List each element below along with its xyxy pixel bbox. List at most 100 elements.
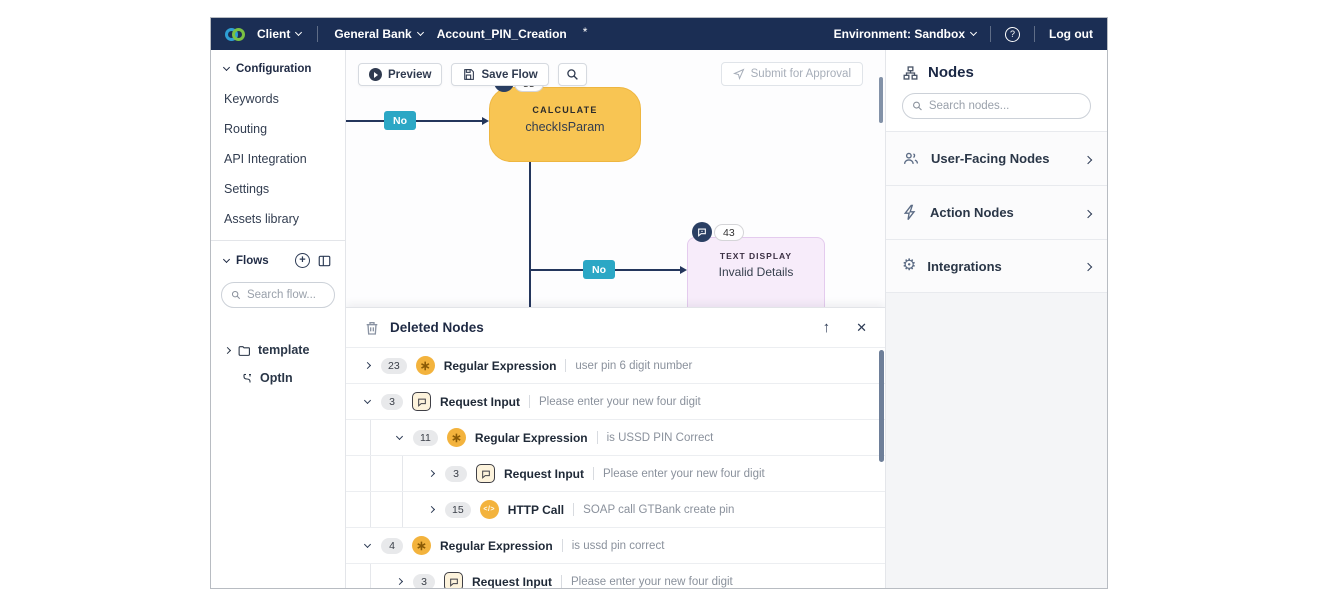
deleted-node-row[interactable]: 3 Request Input Please enter your new fo… <box>346 456 885 492</box>
sidebar-item-routing[interactable]: Routing <box>224 122 268 136</box>
flows-section-title: Flows <box>236 254 269 267</box>
client-menu[interactable]: Client <box>257 27 303 41</box>
close-panel-icon[interactable]: ✕ <box>856 319 867 335</box>
separator <box>596 431 598 444</box>
add-flow-icon[interactable]: + <box>295 253 310 268</box>
deleted-node-row[interactable]: 4 ∗ Regular Expression is ussd pin corre… <box>346 528 885 564</box>
flow-list-view-icon[interactable] <box>317 254 332 268</box>
http-call-icon: </> <box>479 500 499 519</box>
chevron-down-icon <box>969 28 978 37</box>
node-check-is-param[interactable]: CALCULATE checkIsParam <box>489 87 641 162</box>
gear-icon: ⚙ <box>902 257 917 274</box>
flow-row-optin[interactable]: OptIn <box>211 364 345 392</box>
flows-section-toggle[interactable]: Flows + <box>211 240 345 276</box>
node-name-label: Invalid Details <box>718 265 794 279</box>
nodes-panel-header: Nodes <box>886 50 1107 131</box>
descendant-count-badge: 3 <box>413 573 435 588</box>
node-type: Request Input <box>472 574 552 589</box>
section-integrations[interactable]: ⚙ Integrations <box>886 239 1107 293</box>
folder-row-template[interactable]: template <box>211 336 345 364</box>
request-input-icon <box>476 464 495 483</box>
deleted-node-row[interactable]: 3 Request Input Please enter your new fo… <box>346 384 885 420</box>
org-menu[interactable]: General Bank <box>334 27 424 41</box>
deleted-nodes-panel: Deleted Nodes ↑ ✕ 23 ∗ Regular Expressio… <box>346 307 885 589</box>
preview-button[interactable]: Preview <box>358 63 443 86</box>
separator <box>529 395 530 408</box>
deleted-node-row[interactable]: 11 ∗ Regular Expression is USSD PIN Corr… <box>346 420 885 456</box>
flow-title: Account_PIN_Creation <box>436 27 567 41</box>
section-user-facing-nodes[interactable]: User-Facing Nodes <box>886 131 1107 185</box>
chevron-down-icon[interactable] <box>362 540 372 548</box>
regular-expression-icon: ∗ <box>446 428 466 447</box>
descendant-count-badge: 3 <box>445 465 467 482</box>
flow-search-input[interactable] <box>246 289 325 301</box>
regular-expression-icon: ∗ <box>412 536 431 555</box>
edge-line <box>529 162 531 307</box>
chevron-right-icon[interactable] <box>394 577 404 586</box>
node-comment-badge[interactable] <box>692 222 712 242</box>
help-icon[interactable]: ? <box>1005 26 1021 42</box>
chevron-right-icon[interactable] <box>362 361 372 370</box>
chevron-down-icon <box>222 255 231 263</box>
lightning-icon <box>903 204 916 220</box>
save-flow-button-label: Save Flow <box>481 68 538 81</box>
top-navbar: Client General Bank Account_PIN_Creation… <box>211 18 1107 50</box>
nodes-search-input[interactable] <box>928 100 1081 112</box>
section-label: Action Nodes <box>930 205 1014 220</box>
separator <box>573 503 575 516</box>
node-description: Please enter your new four digit <box>603 467 765 480</box>
edge-label-no[interactable]: No <box>583 260 615 279</box>
node-type: Request Input <box>504 466 584 481</box>
send-icon <box>732 68 745 80</box>
descendant-count-badge: 23 <box>381 357 407 374</box>
sidebar-item-assets-library[interactable]: Assets library <box>224 212 300 226</box>
canvas-toolbar: Preview Save Flow <box>358 63 587 86</box>
deleted-panel-scrollbar[interactable] <box>879 350 884 462</box>
edge-label-no[interactable]: No <box>384 111 416 130</box>
node-type: Regular Expression <box>440 538 553 553</box>
sidebar-item-keywords[interactable]: Keywords <box>224 92 279 106</box>
sitemap-icon <box>903 65 918 80</box>
chevron-down-icon[interactable] <box>362 396 372 404</box>
separator <box>561 575 562 588</box>
app-window: Client General Bank Account_PIN_Creation… <box>210 17 1108 589</box>
deleted-node-row[interactable]: 15 </> HTTP Call SOAP call GTBank create… <box>346 492 885 528</box>
section-action-nodes[interactable]: Action Nodes <box>886 185 1107 239</box>
client-menu-label: Client <box>257 27 291 41</box>
canvas-search-button[interactable] <box>557 63 587 86</box>
left-sidebar: Configuration Keywords Routing API Integ… <box>211 50 346 588</box>
search-icon <box>231 290 241 300</box>
chevron-right-icon <box>1083 204 1093 222</box>
node-description: Please enter your new four digit <box>539 395 701 408</box>
canvas-vertical-scrollbar[interactable] <box>879 77 883 123</box>
configuration-section-toggle[interactable]: Configuration <box>211 50 345 84</box>
nav-divider <box>1034 26 1036 42</box>
users-icon <box>903 152 919 164</box>
nav-divider <box>317 26 319 42</box>
logout-button[interactable]: Log out <box>1049 27 1093 41</box>
deleted-node-row[interactable]: 23 ∗ Regular Expression user pin 6 digit… <box>346 348 885 384</box>
environment-selector[interactable]: Environment: Sandbox <box>834 27 978 41</box>
sidebar-item-settings[interactable]: Settings <box>224 182 270 196</box>
save-flow-button[interactable]: Save Flow <box>451 63 549 86</box>
submit-for-approval-button[interactable]: Submit for Approval <box>720 62 863 86</box>
separator <box>593 467 594 480</box>
sidebar-item-api-integration[interactable]: API Integration <box>224 152 307 166</box>
request-input-icon <box>412 392 431 411</box>
collapse-panel-icon[interactable]: ↑ <box>822 319 831 336</box>
search-icon <box>913 101 922 111</box>
trash-icon <box>366 321 378 335</box>
chevron-down-icon <box>416 28 424 37</box>
node-description: is ussd pin correct <box>571 539 665 552</box>
submit-for-approval-label: Submit for Approval <box>750 68 851 80</box>
chevron-down-icon[interactable] <box>394 432 404 440</box>
deleted-node-row[interactable]: 3 Request Input Please enter your new fo… <box>346 564 885 589</box>
chat-bubble-icon <box>698 228 706 237</box>
folder-name: template <box>258 343 310 357</box>
flow-canvas[interactable]: Preview Save Flow Submit for Approval No <box>346 50 885 589</box>
save-icon <box>464 69 475 80</box>
chevron-right-icon[interactable] <box>426 469 436 478</box>
chevron-right-icon[interactable] <box>426 505 436 514</box>
descendant-count-badge: 15 <box>445 501 471 518</box>
request-input-icon <box>444 572 463 588</box>
